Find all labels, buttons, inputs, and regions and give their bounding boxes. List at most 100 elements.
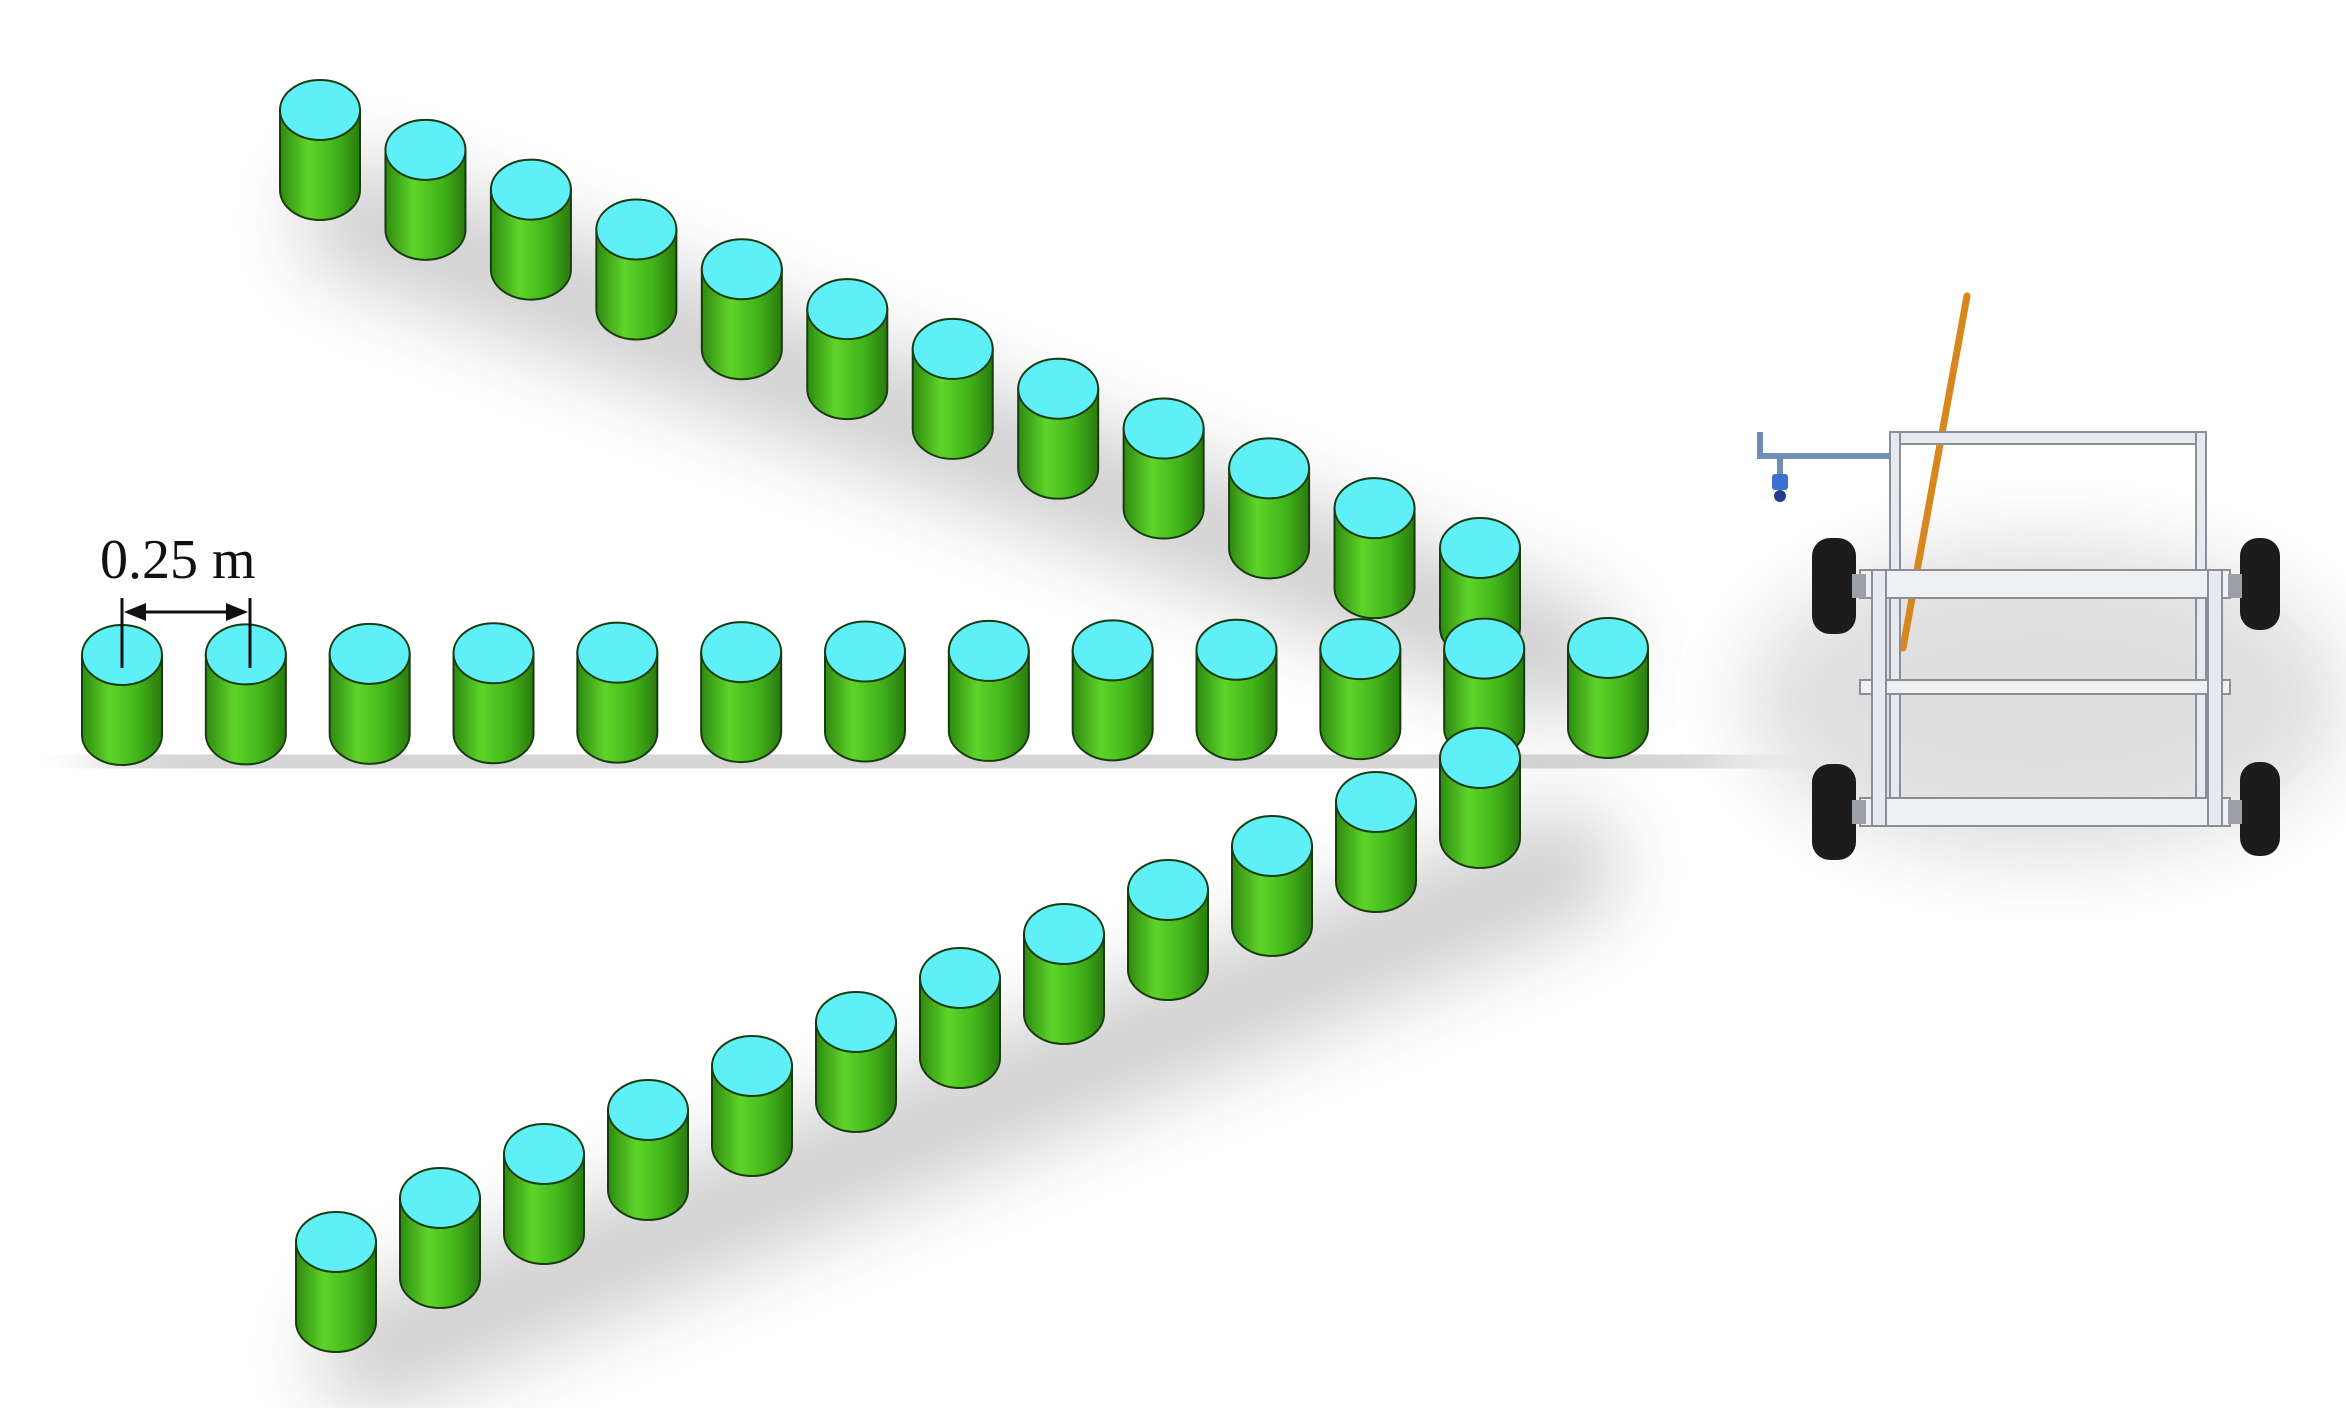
cylinder-top: [1443, 617, 1526, 680]
upper-row-cylinder: [279, 79, 361, 221]
cylinder-top: [576, 621, 659, 684]
upper-row-cylinder: [595, 198, 678, 341]
cylinder-body: [947, 649, 1030, 762]
cylinder-top: [328, 622, 411, 685]
cylinder-body: [1122, 427, 1205, 540]
lower-row-cylinder: [1335, 771, 1417, 913]
cylinder-body: [911, 347, 994, 460]
cart-beam-rear: [1859, 797, 2231, 827]
dim-arrow-right: [226, 603, 248, 621]
cylinder-body: [919, 977, 1001, 1089]
cylinder-body: [806, 308, 889, 421]
cylinder-top: [399, 1167, 481, 1229]
cart-beam-middle: [1859, 679, 2231, 695]
cylinder-body: [1335, 801, 1417, 913]
middle-row-cylinder: [824, 620, 906, 763]
lower-row-cylinder: [1231, 815, 1313, 957]
spacing-dimension: 0.25 m: [100, 529, 256, 668]
middle-row-cylinder: [1319, 618, 1402, 761]
cylinder-top: [806, 278, 889, 341]
cylinder-body: [399, 1197, 481, 1309]
cylinder-rows: [81, 79, 1649, 1353]
lower-row-cylinder: [607, 1079, 689, 1221]
cylinder-body: [1333, 507, 1416, 620]
sprayer-cart: [1745, 292, 2345, 860]
lower-row-cylinder: [399, 1167, 481, 1309]
cylinder-body: [1127, 889, 1209, 1001]
cylinder-top: [1228, 437, 1311, 500]
cylinder-top: [384, 118, 467, 181]
lower-row-cylinder: [503, 1123, 585, 1265]
middle-row-cylinder: [1071, 619, 1154, 762]
lower-row-cylinder: [1023, 903, 1105, 1045]
lower-row-cylinder: [919, 947, 1001, 1089]
middle-row-cylinder: [452, 622, 535, 765]
middle-row-cylinder: [328, 622, 411, 765]
cylinder-top: [1071, 619, 1154, 682]
wheel-rear-left: [1812, 764, 1866, 860]
cylinder-body: [1228, 467, 1311, 580]
cylinder-body: [824, 650, 906, 763]
cylinder-body: [815, 1021, 897, 1133]
cylinder-top: [1195, 618, 1278, 681]
cylinder-top: [204, 623, 287, 686]
cylinder-body: [204, 653, 287, 766]
wheel-rear-right: [2228, 762, 2280, 856]
upper-row-cylinder: [1122, 397, 1205, 540]
cylinder-body: [384, 148, 467, 261]
cylinder-top: [1017, 357, 1100, 420]
lower-row-cylinder: [711, 1035, 793, 1177]
upper-row-cylinder: [384, 118, 467, 261]
cylinder-body: [503, 1153, 585, 1265]
cylinder-body: [81, 654, 163, 766]
cylinder-body: [576, 651, 659, 764]
nozzle-tip-icon: [1774, 490, 1786, 502]
cylinder-top: [595, 198, 678, 261]
cylinder-top: [700, 621, 783, 684]
cart-side-rail-left: [1871, 569, 1887, 827]
nozzle-icon: [1772, 474, 1788, 490]
lower-row-cylinder: [295, 1211, 377, 1353]
cart-beam-front: [1859, 569, 2231, 599]
cylinder-body: [1439, 757, 1521, 869]
cylinder-body: [279, 109, 361, 221]
middle-row-shadow: [102, 698, 1748, 825]
middle-row-cylinder: [947, 619, 1030, 762]
cylinder-body: [1017, 387, 1100, 500]
cylinder-body: [489, 188, 572, 301]
lower-row-cylinder: [1127, 859, 1209, 1001]
cylinder-body: [295, 1241, 377, 1353]
cylinder-top: [815, 991, 897, 1053]
cylinder-top: [1439, 727, 1521, 789]
upper-row-cylinder: [806, 278, 889, 421]
middle-row-cylinder: [1195, 618, 1278, 761]
cylinder-top: [711, 1035, 793, 1097]
nozzle-arm: [1757, 432, 1890, 459]
cylinder-body: [607, 1109, 689, 1221]
wheel-front-right: [2228, 538, 2280, 630]
lower-row-shadow: [316, 808, 1620, 1408]
cylinder-body: [1567, 647, 1649, 759]
cylinder-top: [1335, 771, 1417, 833]
cart-frame-left-post: [1889, 431, 1901, 801]
cylinder-top: [489, 158, 572, 221]
cylinder-top: [700, 238, 783, 301]
cylinder-top: [295, 1211, 377, 1273]
cylinder-top: [1127, 859, 1209, 921]
cylinder-body: [452, 652, 535, 765]
cylinder-body: [711, 1065, 793, 1177]
cylinder-top: [1439, 517, 1521, 579]
cylinder-body: [700, 268, 783, 381]
upper-row-cylinder: [1333, 477, 1416, 620]
cylinder-body: [1231, 845, 1313, 957]
middle-row-cylinder: [576, 621, 659, 764]
upper-row-cylinder: [1228, 437, 1311, 580]
cylinder-top: [1023, 903, 1105, 965]
cylinder-top: [1567, 617, 1649, 679]
upper-row-cylinder: [700, 238, 783, 381]
cylinder-body: [1023, 933, 1105, 1045]
cylinder-top: [279, 79, 361, 141]
lower-row-cylinder: [815, 991, 897, 1133]
cylinder-body: [1195, 648, 1278, 761]
